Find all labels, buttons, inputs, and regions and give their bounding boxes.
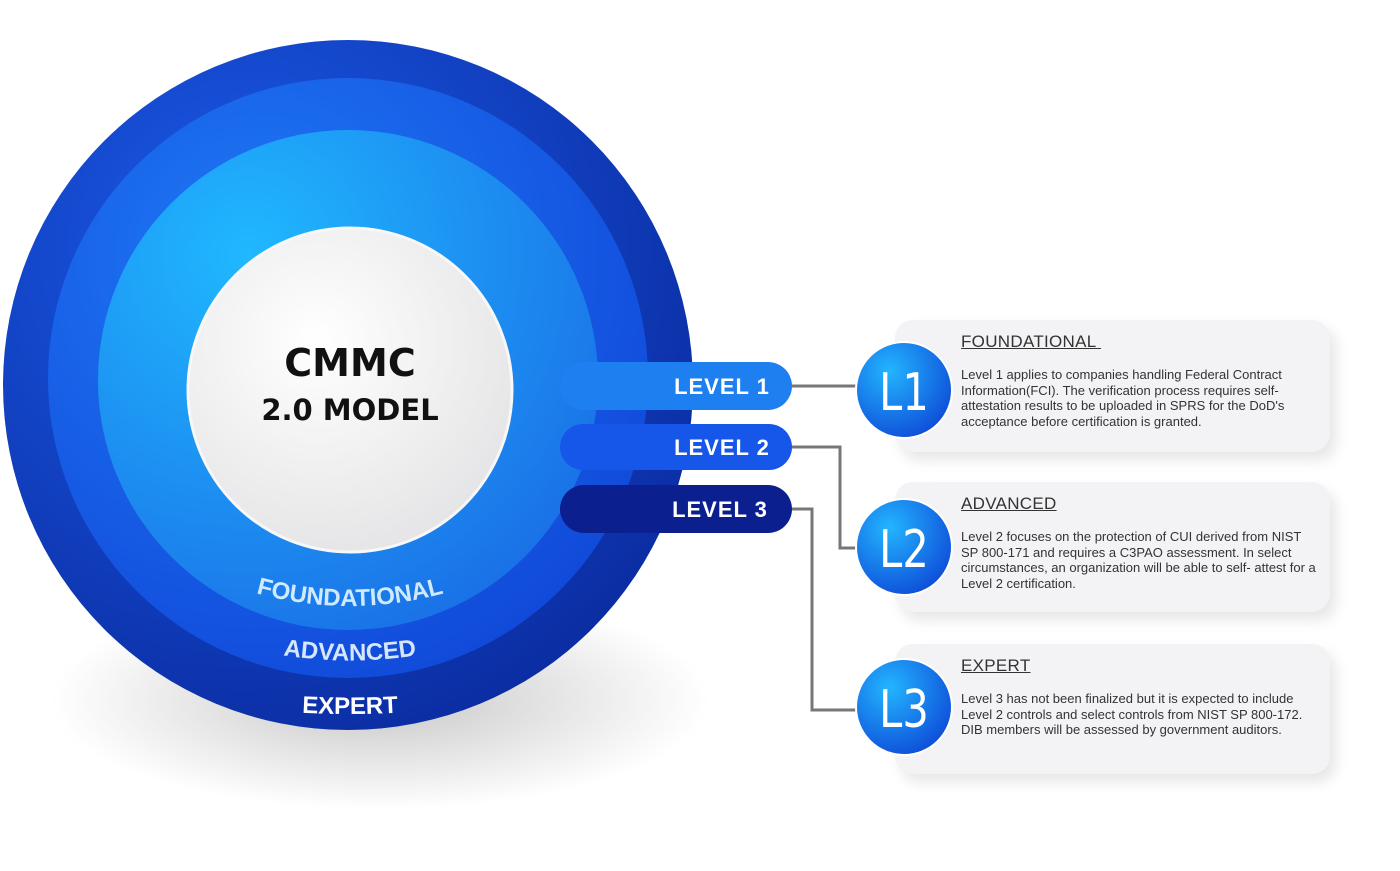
level-2-connector [792, 445, 862, 550]
level-2-card: ADVANCED Level 2 focuses on the protecti… [895, 482, 1330, 612]
center-title-line1: CMMC [284, 341, 415, 385]
level-3-card-title: EXPERT [961, 656, 1031, 675]
level-1-card: FOUNDATIONAL Level 1 applies to companie… [895, 320, 1330, 452]
level-1-card-description: Level 1 applies to companies handling Fe… [961, 367, 1285, 429]
center-title-line2: 2.0 MODEL [261, 393, 438, 427]
level-3-tab-label: LEVEL 3 [672, 497, 768, 522]
level-3-card-description: Level 3 has not been finalized but it is… [961, 691, 1303, 737]
level-3-tab [560, 485, 792, 533]
level-3-connector [792, 507, 862, 712]
level-2-card-description: Level 2 focuses on the protection of CUI… [961, 529, 1316, 591]
level-2-card-title: ADVANCED [961, 494, 1057, 513]
advanced-ring-label: ADVANCED [282, 635, 417, 667]
level-2-tab-label: LEVEL 2 [674, 435, 770, 460]
center-disc [186, 226, 514, 554]
expert-ring-label: EXPERT [302, 692, 399, 720]
level-3-card: EXPERT Level 3 has not been finalized bu… [895, 644, 1330, 774]
level-2-tab [560, 424, 792, 470]
level-1-tab [560, 362, 792, 410]
level-1-card-title: FOUNDATIONAL [961, 332, 1101, 351]
level-1-tab-label: LEVEL 1 [674, 374, 770, 399]
